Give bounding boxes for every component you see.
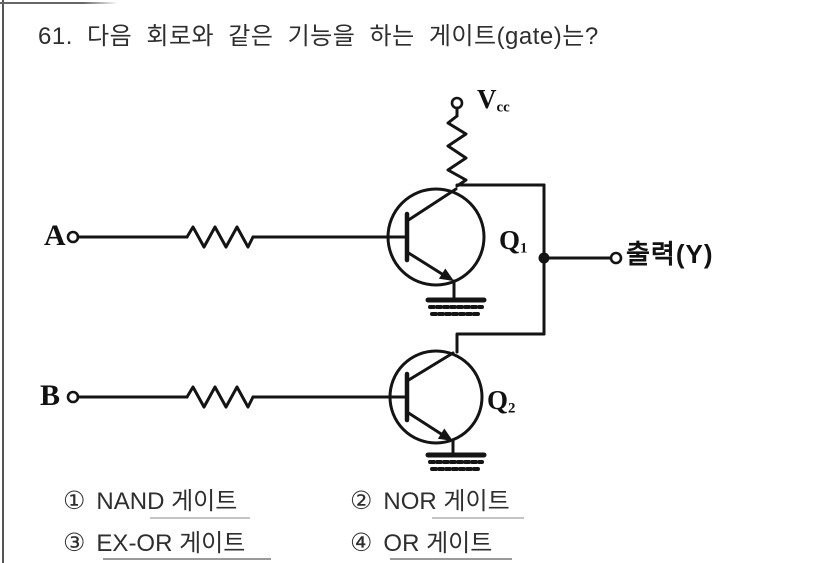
input-b-label: B xyxy=(40,379,61,412)
pullup-resistor xyxy=(446,114,468,188)
q1-body-circle xyxy=(386,187,486,287)
vcc-label-main: V xyxy=(477,84,497,114)
vcc-label: Vcc xyxy=(477,86,510,116)
q1-label-subscript: 1 xyxy=(520,240,528,257)
q2-emitter-arrowhead xyxy=(437,428,453,441)
choice-1-label: NAND 게이트 xyxy=(96,488,238,515)
q2-body-circle xyxy=(388,349,484,445)
transistor-q1 xyxy=(386,187,486,300)
choice-3-number-icon: ③ xyxy=(63,529,86,557)
choice-4-label: OR 게이트 xyxy=(383,530,493,557)
scan-artifact-underline xyxy=(150,517,250,519)
question-title: 61. 다음 회로와 같은 기능을 하는 게이트(gate)는? xyxy=(38,23,599,50)
q1-label-main: Q xyxy=(499,225,521,255)
choice-2-label: NOR 게이트 xyxy=(383,488,510,515)
q1-emitter-arrowhead xyxy=(438,268,454,281)
q1-collector-line xyxy=(405,187,458,223)
q2-ground-symbol xyxy=(425,452,487,471)
output-label: 출력(Y) xyxy=(626,239,714,269)
choice-option-2[interactable]: ② NOR 게이트 xyxy=(350,481,510,516)
output-terminal-circle xyxy=(609,251,623,265)
scan-artifact-underline xyxy=(103,558,271,560)
q2-label-main: Q xyxy=(487,385,509,415)
choice-3-label: EX-OR 게이트 xyxy=(96,530,246,557)
q2-label: Q2 xyxy=(487,387,515,417)
q1-ground-symbol xyxy=(425,297,487,316)
choice-4-number-icon: ④ xyxy=(350,529,373,557)
q2-collector-line xyxy=(405,351,455,383)
table-cell-left-border xyxy=(2,0,4,563)
choice-option-4[interactable]: ④ OR 게이트 xyxy=(350,523,492,558)
input-a-label: A xyxy=(44,219,66,252)
transistor-q2 xyxy=(388,349,484,455)
choice-option-1[interactable]: ① NAND 게이트 xyxy=(63,481,237,516)
q1-label: Q1 xyxy=(499,227,527,257)
q2-collector-link-wire xyxy=(455,332,546,354)
choice-1-number-icon: ① xyxy=(63,487,86,515)
input-b-resistor xyxy=(185,385,255,409)
scan-artifact-underline xyxy=(390,558,512,560)
vcc-label-subscript: cc xyxy=(496,99,510,116)
choice-2-number-icon: ② xyxy=(350,487,373,515)
table-cell-top-border xyxy=(0,2,118,4)
q2-label-subscript: 2 xyxy=(508,400,516,417)
scan-artifact-underline xyxy=(432,517,524,519)
input-a-resistor xyxy=(185,225,255,249)
choice-option-3[interactable]: ③ EX-OR 게이트 xyxy=(63,523,245,558)
